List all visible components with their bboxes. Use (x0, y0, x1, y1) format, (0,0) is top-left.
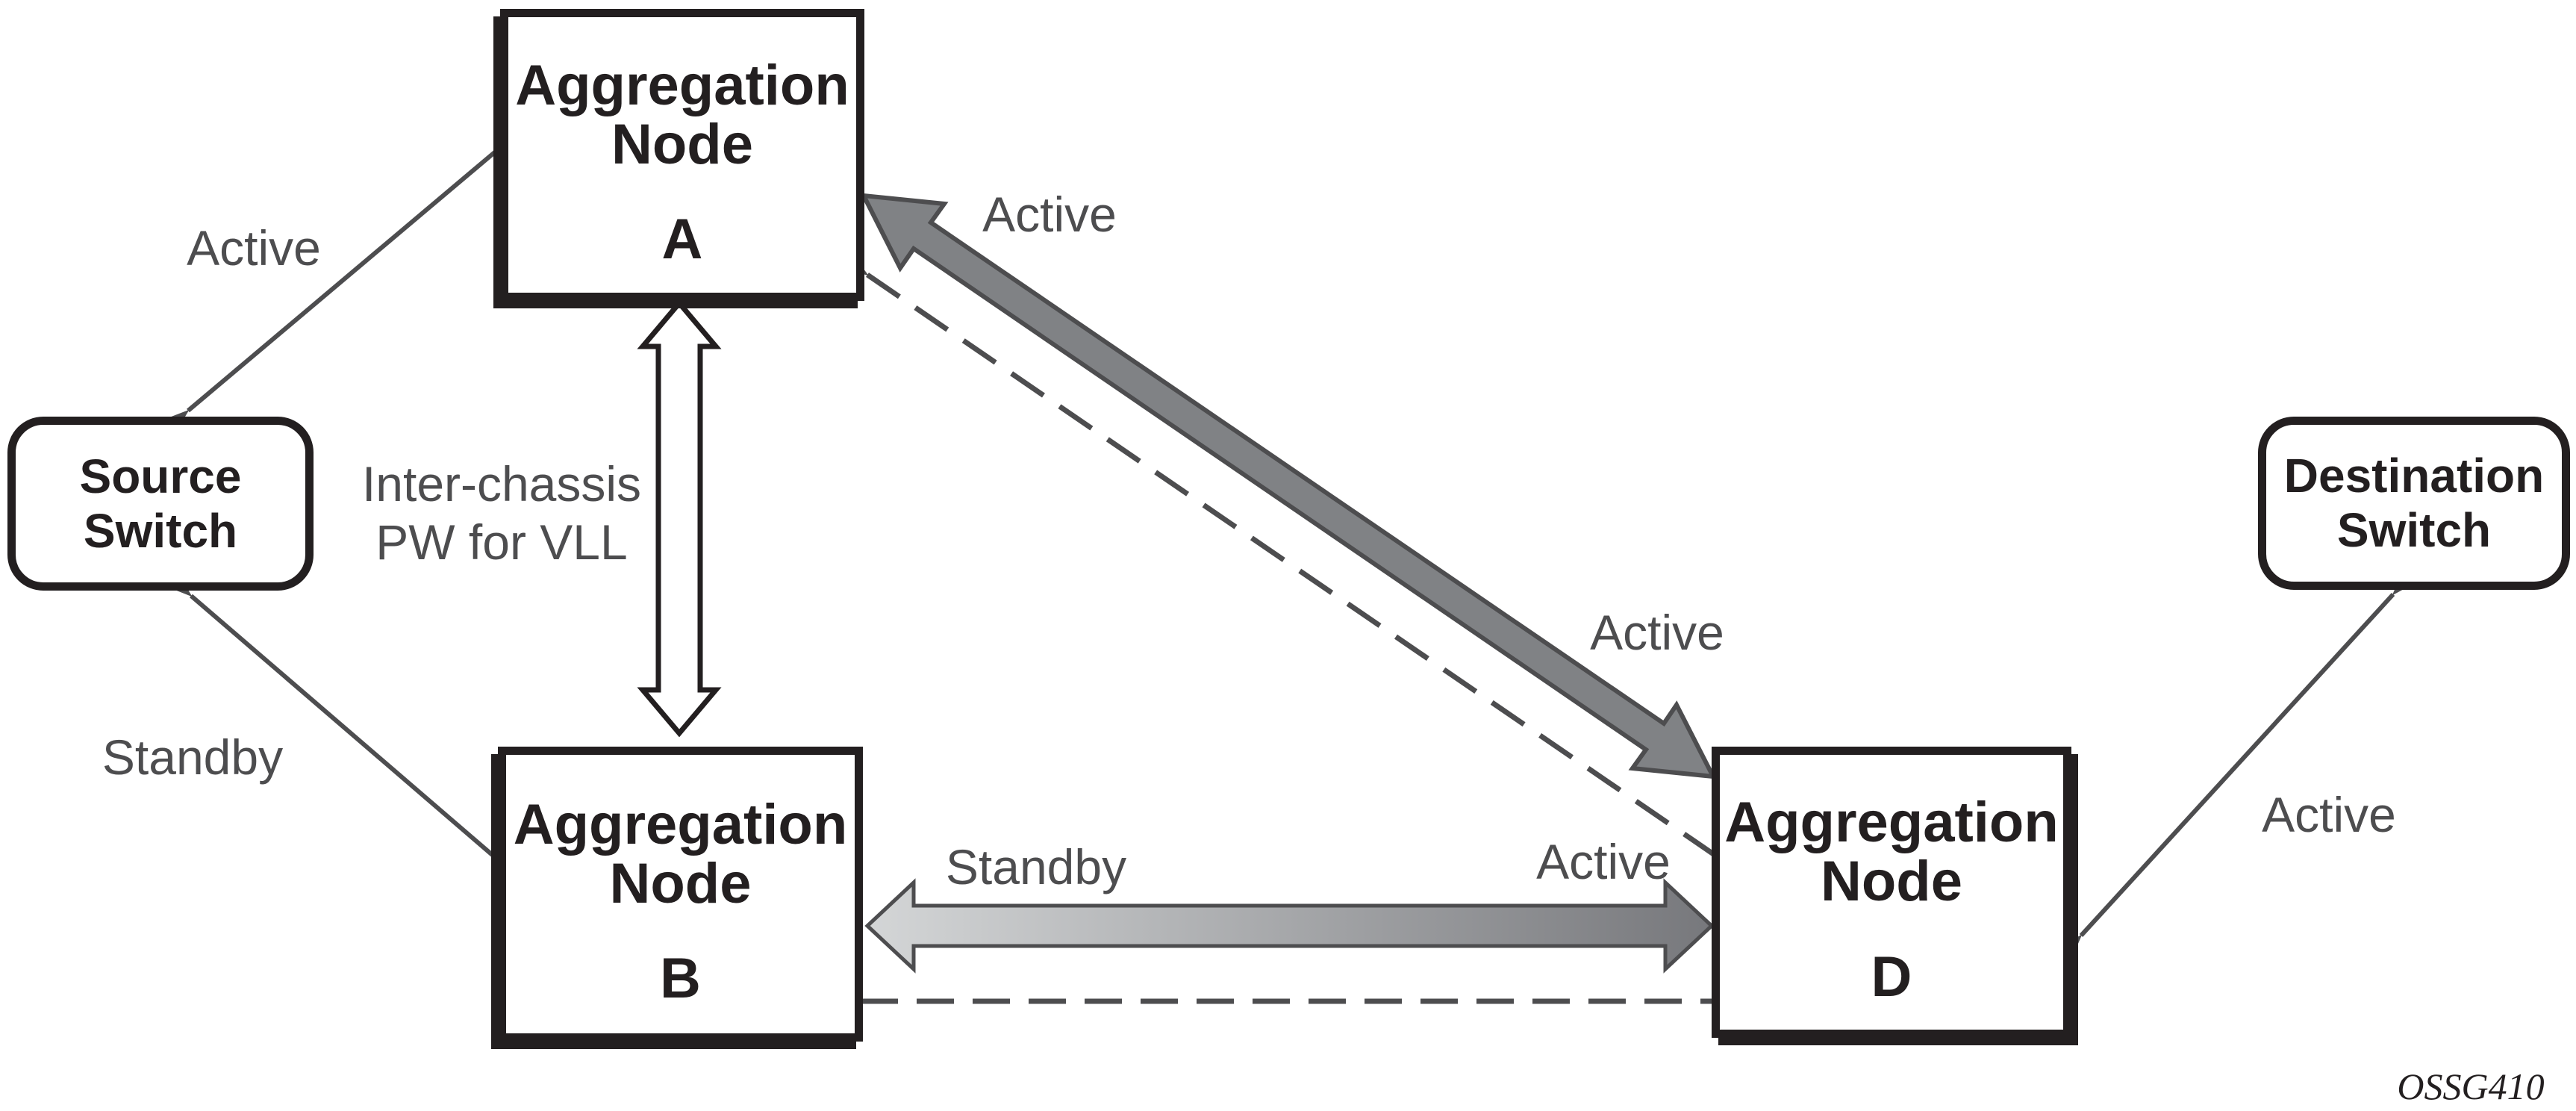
node-d-title-line2: Node (1821, 850, 1962, 914)
node-a-title-line2: Node (611, 112, 753, 176)
label-a-d-active-upper: Active (982, 187, 1117, 243)
destination-switch-box: Destination Switch (2258, 417, 2570, 590)
node-b-title-line2: Node (609, 851, 752, 915)
label-source-b-standby: Standby (102, 729, 284, 785)
label-a-d-active-lower: Active (1590, 605, 1724, 661)
hollow-arrow-a-to-b (637, 299, 722, 738)
thick-arrow-a-to-d (859, 193, 1718, 779)
aggregation-node-a-box: Aggregation Node A (500, 9, 864, 301)
link-d-to-destination (2044, 556, 2430, 974)
destination-switch-line1: Destination (2283, 449, 2545, 503)
node-b-letter: B (660, 947, 701, 1011)
node-a-letter: A (661, 208, 703, 272)
destination-switch-line2: Switch (2336, 503, 2492, 557)
link-a-to-d-dashed (826, 240, 1756, 889)
label-b-d-active: Active (1536, 834, 1671, 890)
source-switch-line1: Source (79, 449, 242, 503)
label-inter-chassis-pw: Inter-chassis PW for VLL (362, 455, 641, 572)
label-inter-chassis-line1: Inter-chassis (361, 456, 642, 512)
label-inter-chassis-line2: PW for VLL (375, 514, 628, 570)
aggregation-node-d-box: Aggregation Node D (1712, 747, 2071, 1038)
label-b-d-standby: Standby (945, 839, 1127, 895)
source-switch-line2: Switch (83, 503, 238, 558)
label-source-a-active: Active (187, 220, 321, 276)
aggregation-node-b-box: Aggregation Node B (498, 747, 863, 1042)
source-switch-box: Source Switch (7, 417, 314, 591)
link-source-to-a (149, 114, 536, 447)
figure-code: OSSG410 (2397, 1065, 2545, 1107)
label-d-destination-active: Active (2262, 787, 2396, 843)
node-d-title-line1: Aggregation (1724, 791, 2059, 855)
node-a-title-line1: Aggregation (515, 53, 849, 117)
node-b-title-line1: Aggregation (513, 792, 848, 856)
node-d-letter: D (1871, 944, 1912, 1009)
link-source-to-b (152, 559, 534, 894)
